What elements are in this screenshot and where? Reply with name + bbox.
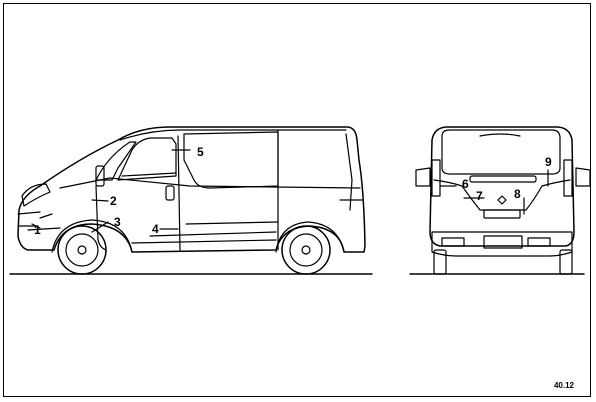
rear-view-van	[409, 126, 591, 275]
callout-6: 6	[462, 177, 469, 191]
callout-3: 3	[114, 215, 121, 229]
diagram-reference-number: 40.12	[553, 381, 574, 390]
callout-8: 8	[514, 187, 521, 201]
callout-5: 5	[197, 145, 204, 159]
callout-9: 9	[545, 155, 552, 169]
diagram-frame	[3, 3, 591, 397]
side-callouts: 1 2 3 4 5	[34, 145, 204, 237]
callout-7: 7	[476, 189, 483, 203]
callout-4: 4	[152, 222, 159, 236]
callout-1: 1	[34, 223, 41, 237]
side-view-van	[9, 126, 373, 275]
callout-2: 2	[110, 194, 117, 208]
rear-callouts: 6 7 8 9	[462, 155, 552, 203]
